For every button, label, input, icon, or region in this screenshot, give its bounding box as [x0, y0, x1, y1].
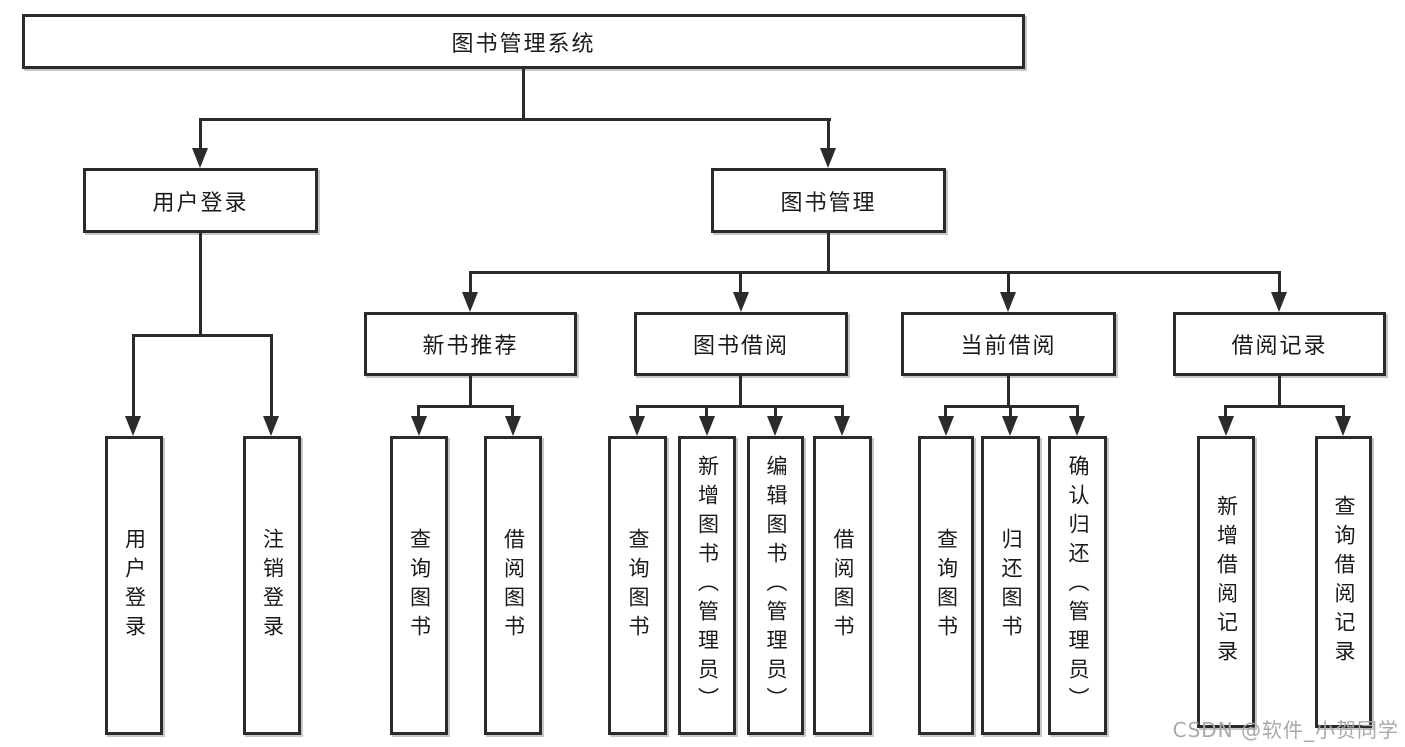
arrow-down-icon [125, 416, 141, 436]
node-new-book-rec-label: 新书推荐 [422, 334, 519, 359]
leaf-nbr-borrow-books: 借阅图书 [484, 436, 542, 735]
connector-line [469, 271, 472, 295]
connector-line [1007, 271, 1010, 295]
leaf-cb-return-books-label: 归还图书 [999, 527, 1023, 644]
leaf-cb-confirm-return-admin: 确认归还（管理员） [1048, 436, 1107, 735]
arrow-down-icon [1069, 416, 1085, 436]
leaf-br-query-record: 查询借阅记录 [1315, 436, 1372, 728]
connector-line [739, 271, 742, 295]
arrow-down-icon [938, 416, 954, 436]
connector-line [270, 334, 273, 418]
leaf-logout: 注销登录 [243, 436, 301, 735]
node-current-borrow-label: 当前借阅 [960, 334, 1057, 359]
leaf-cb-confirm-return-admin-label: 确认归还（管理员） [1066, 455, 1090, 716]
connector-line [705, 405, 708, 419]
connector-line [636, 405, 639, 419]
node-new-book-rec: 新书推荐 [364, 312, 577, 376]
leaf-bb-add-books-admin-label: 新增图书（管理员） [695, 455, 720, 716]
leaf-logout-label: 注销登录 [260, 527, 285, 644]
arrow-down-icon [192, 148, 208, 168]
connector-line [199, 118, 831, 121]
node-root: 图书管理系统 [22, 14, 1025, 69]
connector-line [827, 233, 830, 274]
node-borrow-records: 借阅记录 [1173, 312, 1386, 376]
leaf-bb-add-books-admin: 新增图书（管理员） [678, 436, 736, 735]
arrow-down-icon [767, 416, 783, 436]
node-user-login: 用户登录 [83, 168, 318, 233]
connector-line [1224, 405, 1227, 419]
connector-line [1076, 405, 1079, 419]
leaf-br-add-record: 新增借阅记录 [1197, 436, 1255, 728]
watermark: CSDN @软件_小贺同学 [1172, 718, 1399, 742]
node-book-mgmt: 图书管理 [711, 168, 946, 233]
arrow-down-icon [629, 416, 645, 436]
arrow-down-icon [462, 292, 478, 312]
connector-line [1278, 376, 1281, 408]
arrow-down-icon [411, 416, 427, 436]
leaf-cb-query-books-label: 查询图书 [934, 527, 959, 644]
connector-line [522, 68, 525, 121]
node-borrow-records-label: 借阅记录 [1231, 334, 1328, 359]
leaf-cb-query-books: 查询图书 [918, 436, 974, 735]
leaf-bb-query-books-label: 查询图书 [626, 527, 650, 644]
leaf-bb-borrow-books: 借阅图书 [813, 436, 872, 735]
connector-line [199, 118, 202, 150]
connector-line [944, 405, 1079, 408]
connector-line [944, 405, 947, 419]
node-book-borrow-label: 图书借阅 [692, 334, 789, 359]
connector-line [469, 376, 472, 408]
arrow-down-icon [505, 416, 521, 436]
connector-line [1224, 405, 1345, 408]
arrow-down-icon [834, 416, 850, 436]
node-current-borrow: 当前借阅 [901, 312, 1116, 376]
arrow-down-icon [1000, 292, 1016, 312]
leaf-bb-query-books: 查询图书 [608, 436, 667, 735]
connector-line [511, 405, 514, 419]
node-root-label: 图书管理系统 [451, 31, 596, 57]
connector-line [827, 118, 830, 150]
arrow-down-icon [820, 148, 836, 168]
arrow-down-icon [1218, 416, 1234, 436]
arrow-down-icon [1271, 292, 1287, 312]
connector-line [636, 405, 844, 408]
arrow-down-icon [263, 416, 279, 436]
connector-line [1007, 376, 1010, 408]
leaf-cb-return-books: 归还图书 [981, 436, 1040, 735]
connector-line [774, 405, 777, 419]
connector-line [1278, 271, 1281, 295]
arrow-down-icon [1002, 416, 1018, 436]
connector-line [1009, 405, 1012, 419]
leaf-bb-edit-books-admin: 编辑图书（管理员） [747, 436, 804, 735]
arrow-down-icon [733, 292, 749, 312]
leaf-bb-edit-books-admin-label: 编辑图书（管理员） [764, 455, 788, 716]
leaf-br-query-record-label: 查询借阅记录 [1332, 495, 1356, 669]
connector-line [132, 334, 273, 337]
connector-line [739, 376, 742, 408]
leaf-br-add-record-label: 新增借阅记录 [1214, 495, 1239, 669]
node-book-borrow: 图书借阅 [634, 312, 848, 376]
leaf-nbr-borrow-books-label: 借阅图书 [501, 527, 526, 644]
node-user-login-label: 用户登录 [152, 190, 249, 216]
leaf-user-login: 用户登录 [105, 436, 163, 735]
node-book-mgmt-label: 图书管理 [780, 190, 877, 216]
leaf-nbr-query-books: 查询图书 [390, 436, 448, 735]
connector-line [199, 233, 202, 337]
connector-line [841, 405, 844, 419]
connector-line [417, 405, 514, 408]
connector-line [469, 271, 1281, 274]
leaf-bb-borrow-books-label: 借阅图书 [831, 527, 855, 644]
arrow-down-icon [1335, 416, 1351, 436]
arrow-down-icon [699, 416, 715, 436]
connector-line [132, 334, 135, 418]
connector-line [1342, 405, 1345, 419]
leaf-user-login-label: 用户登录 [122, 527, 147, 644]
leaf-nbr-query-books-label: 查询图书 [407, 527, 432, 644]
connector-line [417, 405, 420, 419]
